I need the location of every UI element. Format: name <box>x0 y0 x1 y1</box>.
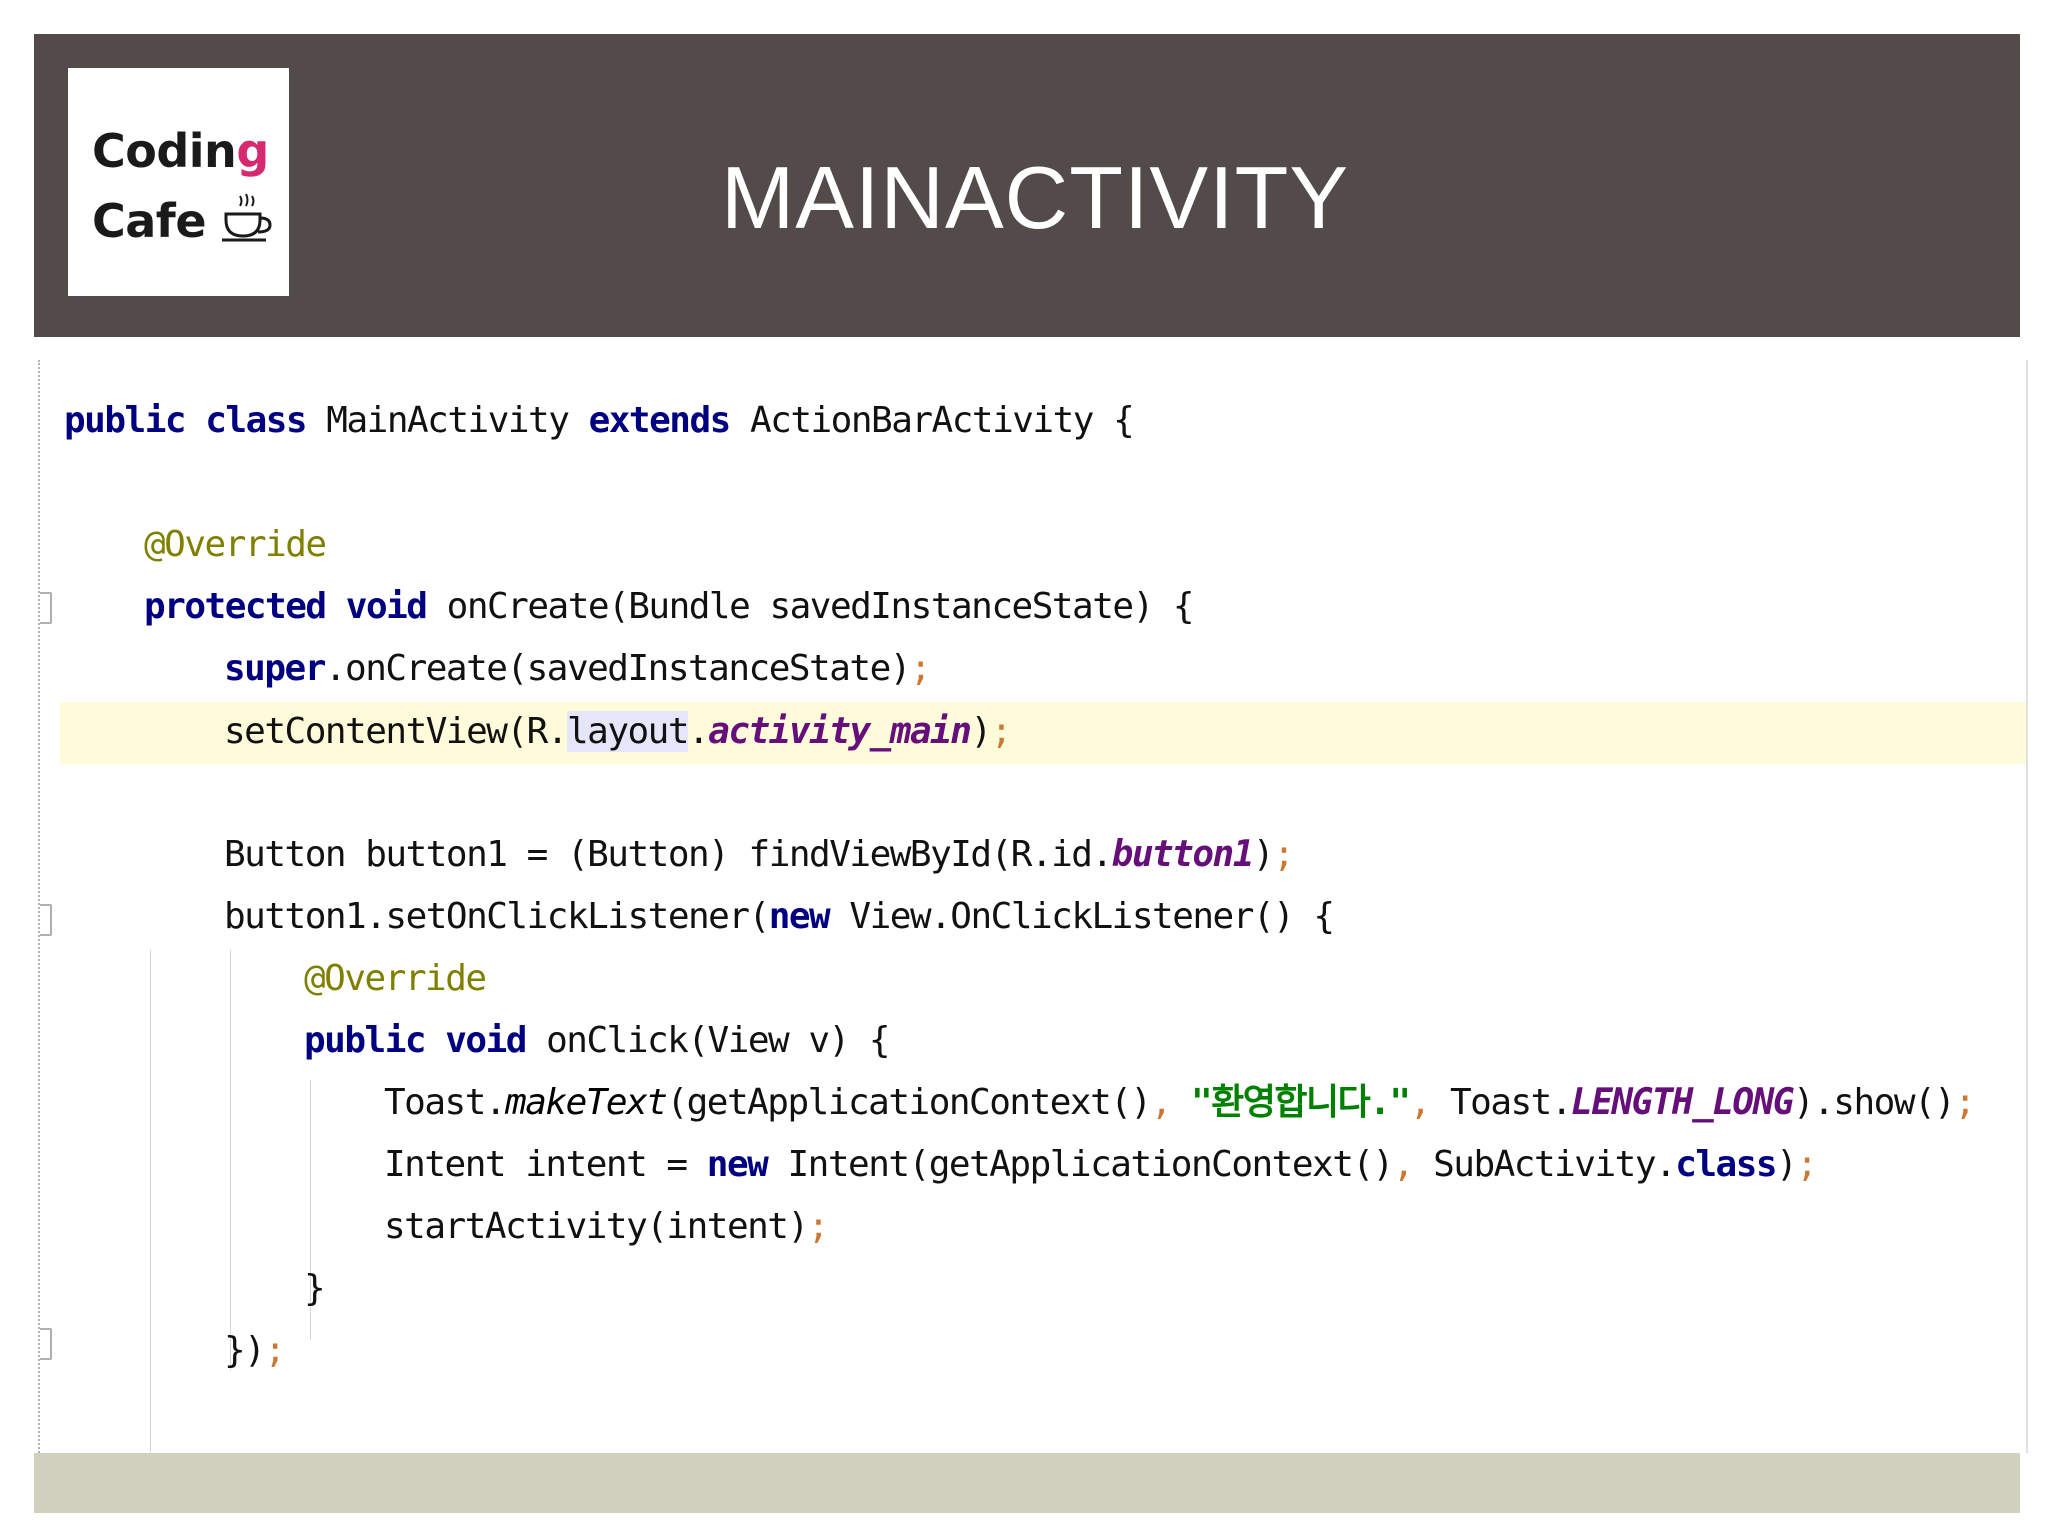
slide-header <box>34 34 2020 337</box>
punctuation: ; <box>1273 834 1295 875</box>
punctuation: ; <box>990 711 1013 752</box>
code-text: onCreate(Bundle savedInstanceState) { <box>446 586 1195 627</box>
fold-marker-icon[interactable] <box>40 1328 52 1360</box>
code-line-13: } <box>304 1266 326 1312</box>
indent-guide <box>150 950 151 1453</box>
code-line-10: Toast.makeText(getApplicationContext(), … <box>384 1080 1976 1126</box>
indent-guide <box>310 1080 311 1340</box>
code-text: MainActivity <box>326 400 570 441</box>
annotation: @Override <box>144 524 327 565</box>
punctuation: , <box>1150 1082 1173 1123</box>
keyword: class <box>1675 1144 1777 1185</box>
code-line-11: Intent intent = new Intent(getApplicatio… <box>384 1142 1818 1188</box>
logo-text-main: Codin <box>92 124 237 178</box>
code-text: } <box>304 1268 326 1309</box>
identifier-highlight: layout <box>566 711 690 752</box>
keyword: public <box>304 1020 427 1061</box>
code-text: SubActivity. <box>1433 1144 1677 1185</box>
logo-text-accent: g <box>236 124 269 178</box>
code-line-3: protected void onCreate(Bundle savedInst… <box>144 584 1195 630</box>
code-line-8: @Override <box>304 956 487 1002</box>
code-text: Button button1 = (Button) findViewById(R… <box>224 834 1113 875</box>
coffee-cup-icon <box>222 193 272 242</box>
keyword: super <box>224 648 326 689</box>
indent-guide <box>230 950 231 1370</box>
code-text: setContentView(R. <box>224 711 568 752</box>
punctuation: ; <box>264 1330 286 1371</box>
code-text: ActionBarActivity { <box>749 400 1135 441</box>
keyword: new <box>768 896 831 937</box>
code-text: Intent(getApplicationContext() <box>787 1144 1395 1185</box>
code-text: button1.setOnClickListener( <box>224 896 770 937</box>
keyword: void <box>445 1020 527 1061</box>
code-line-12: startActivity(intent); <box>384 1204 830 1250</box>
field-reference: button1 <box>1111 834 1255 875</box>
annotation: @Override <box>304 958 487 999</box>
code-line-7: button1.setOnClickListener(new View.OnCl… <box>224 894 1335 940</box>
code-text: ) <box>1252 834 1275 875</box>
code-text: ) <box>1776 1144 1798 1185</box>
punctuation: , <box>1392 1144 1415 1185</box>
code-line-2: @Override <box>144 522 327 568</box>
fold-marker-icon[interactable] <box>40 904 52 936</box>
code-line-1: public class MainActivity extends Action… <box>64 398 1135 444</box>
fold-marker-icon[interactable] <box>40 592 52 624</box>
code-line-5: setContentView(R.layout.activity_main); <box>224 709 1013 755</box>
keyword: protected <box>144 586 327 627</box>
field-reference: LENGTH_LONG <box>1571 1082 1794 1123</box>
code-text: ).show() <box>1792 1082 1956 1123</box>
code-text: (getApplicationContext() <box>666 1082 1152 1123</box>
current-line-highlight <box>60 702 2026 764</box>
string-literal: "환영합니다." <box>1190 1082 1411 1123</box>
code-editor: public class MainActivity extends Action… <box>38 360 2028 1453</box>
code-text: }) <box>224 1330 266 1371</box>
code-text: Toast. <box>1449 1082 1573 1123</box>
code-line-4: super.onCreate(savedInstanceState); <box>224 646 932 692</box>
code-text: .onCreate(savedInstanceState) <box>324 648 912 689</box>
code-text: . <box>688 711 710 752</box>
code-line-6: Button button1 = (Button) findViewById(R… <box>224 832 1295 878</box>
code-text: Intent intent = <box>384 1144 707 1185</box>
code-text: onClick(View v) { <box>546 1020 890 1061</box>
keyword: extends <box>588 400 732 441</box>
static-method: makeText <box>505 1082 668 1123</box>
code-line-9: public void onClick(View v) { <box>304 1018 891 1064</box>
logo-line-2: Cafe <box>92 194 207 248</box>
slide-title: MAINACTIVITY <box>720 148 1350 247</box>
code-text: ) <box>970 711 992 752</box>
keyword: class <box>205 400 307 441</box>
keyword: void <box>345 586 428 627</box>
coding-cafe-logo: Coding Cafe <box>68 68 289 296</box>
slide-footer-bar <box>34 1453 2020 1513</box>
keyword: public <box>64 400 187 441</box>
code-text: View.OnClickListener() { <box>849 896 1335 937</box>
punctuation: ; <box>1796 1144 1818 1185</box>
keyword: new <box>706 1144 769 1185</box>
code-text: startActivity(intent) <box>384 1206 809 1247</box>
code-text: Toast. <box>384 1082 507 1123</box>
field-reference: activity_main <box>708 711 972 752</box>
punctuation: ; <box>807 1206 830 1247</box>
punctuation: , <box>1409 1082 1432 1123</box>
punctuation: ; <box>909 648 932 689</box>
logo-line-1: Coding <box>92 124 269 178</box>
punctuation: ; <box>1954 1082 1976 1123</box>
code-line-14: }); <box>224 1328 286 1374</box>
